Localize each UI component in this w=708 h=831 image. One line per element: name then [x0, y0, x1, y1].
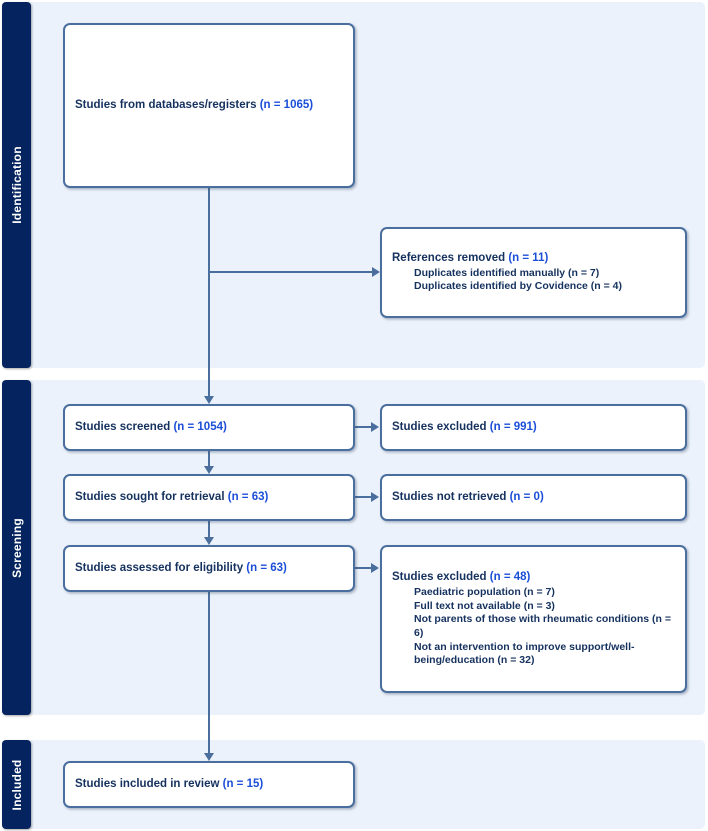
- box-reports-sought-count: (n = 63): [227, 491, 269, 504]
- box-records-identified: Studies from databases/registers (n = 10…: [63, 23, 355, 188]
- connector-assessed-to-included: [208, 592, 210, 753]
- box-records-screened-line: Studies screened (n = 1054): [75, 420, 343, 435]
- box-reports-excluded: Studies excluded (n = 48) Paediatric pop…: [380, 545, 687, 693]
- connector-sought-to-assessed: [208, 521, 210, 537]
- box-references-removed-line: References removed (n = 11): [392, 251, 675, 266]
- box-references-removed-count: (n = 11): [508, 252, 549, 264]
- box-reports-not-retrieved-content: Studies not retrieved (n = 0): [382, 490, 685, 505]
- stage-label-included: Included: [9, 759, 24, 810]
- arrowhead-assessed-to-included: [204, 753, 214, 761]
- list-item: Not parents of those with rheumatic cond…: [414, 613, 671, 639]
- box-reports-excluded-count: (n = 48): [489, 571, 531, 584]
- connector-records-to-removed: [208, 271, 373, 273]
- stage-bar-identification: Identification: [2, 2, 31, 368]
- connector-screened-to-excluded: [355, 426, 372, 428]
- arrowhead-assessed-to-excluded: [371, 563, 379, 573]
- connector-screened-to-sought: [208, 451, 210, 466]
- box-reports-sought-line: Studies sought for retrieval (n = 63): [75, 490, 343, 505]
- stage-label-screening: Screening: [9, 517, 24, 578]
- connector-records-to-screened: [208, 188, 210, 396]
- arrowhead-records-to-screened: [204, 396, 214, 404]
- box-records-identified-content: Studies from databases/registers (n = 10…: [65, 98, 353, 113]
- box-records-identified-line: Studies from databases/registers (n = 10…: [75, 98, 343, 113]
- box-records-screened: Studies screened (n = 1054): [63, 404, 355, 451]
- stage-bar-screening: Screening: [2, 380, 31, 715]
- connector-assessed-to-excluded: [355, 567, 372, 569]
- box-records-excluded-line: Studies excluded (n = 991): [392, 420, 675, 435]
- box-reports-not-retrieved-count: (n = 0): [509, 491, 544, 504]
- box-references-removed: References removed (n = 11) Duplicates i…: [380, 227, 687, 318]
- box-reports-excluded-content: Studies excluded (n = 48) Paediatric pop…: [382, 570, 685, 668]
- box-studies-included-count: (n = 15): [222, 778, 264, 791]
- box-studies-included-line: Studies included in review (n = 15): [75, 777, 343, 792]
- arrowhead-screened-to-excluded: [371, 422, 379, 432]
- box-reports-assessed-text: Studies assessed for eligibility: [75, 562, 247, 575]
- box-reports-not-retrieved-line: Studies not retrieved (n = 0): [392, 490, 675, 505]
- arrowhead-records-to-removed: [372, 267, 380, 277]
- list-item: Not an intervention to improve support/w…: [414, 640, 635, 667]
- box-records-excluded-text: Studies excluded: [392, 421, 490, 434]
- box-reports-sought-text: Studies sought for retrieval: [75, 491, 228, 504]
- box-reports-assessed: Studies assessed for eligibility (n = 63…: [63, 545, 355, 592]
- reports-excluded-reason-list: Paediatric population (n = 7) Full text …: [392, 586, 675, 668]
- stage-bar-included: Included: [2, 740, 31, 829]
- box-studies-included-content: Studies included in review (n = 15): [65, 777, 353, 792]
- connector-sought-to-not-retrieved: [355, 496, 372, 498]
- arrowhead-sought-to-not-retrieved: [371, 492, 379, 502]
- stage-label-identification: Identification: [9, 146, 24, 224]
- arrowhead-screened-to-sought: [204, 466, 214, 474]
- box-records-excluded: Studies excluded (n = 991): [380, 404, 687, 451]
- box-references-removed-text: References removed: [392, 252, 509, 264]
- box-studies-included-text: Studies included in review: [75, 778, 223, 791]
- box-reports-excluded-line: Studies excluded (n = 48): [392, 570, 675, 585]
- box-records-identified-count: (n = 1065): [259, 99, 314, 112]
- box-records-screened-content: Studies screened (n = 1054): [65, 420, 353, 435]
- box-records-excluded-content: Studies excluded (n = 991): [382, 420, 685, 435]
- box-reports-assessed-content: Studies assessed for eligibility (n = 63…: [65, 561, 353, 576]
- box-records-excluded-count: (n = 991): [489, 421, 537, 434]
- box-reports-assessed-line: Studies assessed for eligibility (n = 63…: [75, 561, 343, 576]
- box-records-screened-text: Studies screened: [75, 421, 174, 434]
- box-reports-not-retrieved-text: Studies not retrieved: [392, 491, 510, 504]
- box-reports-assessed-count: (n = 63): [246, 562, 287, 575]
- references-removed-reason-list: Duplicates identified manually (n = 7) D…: [392, 267, 675, 294]
- box-reports-sought-content: Studies sought for retrieval (n = 63): [65, 490, 353, 505]
- arrowhead-sought-to-assessed: [204, 537, 214, 545]
- box-references-removed-content: References removed (n = 11) Duplicates i…: [382, 251, 685, 294]
- box-records-identified-text: Studies from databases/registers: [75, 99, 260, 112]
- list-item: Duplicates identified by Covidence (n = …: [414, 280, 623, 293]
- box-reports-excluded-text: Studies excluded: [392, 571, 490, 584]
- box-records-screened-count: (n = 1054): [173, 421, 227, 434]
- box-studies-included: Studies included in review (n = 15): [63, 761, 355, 808]
- list-item: Full text not available (n = 3): [414, 599, 555, 612]
- box-reports-sought: Studies sought for retrieval (n = 63): [63, 474, 355, 521]
- list-item: Paediatric population (n = 7): [414, 585, 555, 598]
- box-reports-not-retrieved: Studies not retrieved (n = 0): [380, 474, 687, 521]
- list-item: Duplicates identified manually (n = 7): [414, 266, 600, 279]
